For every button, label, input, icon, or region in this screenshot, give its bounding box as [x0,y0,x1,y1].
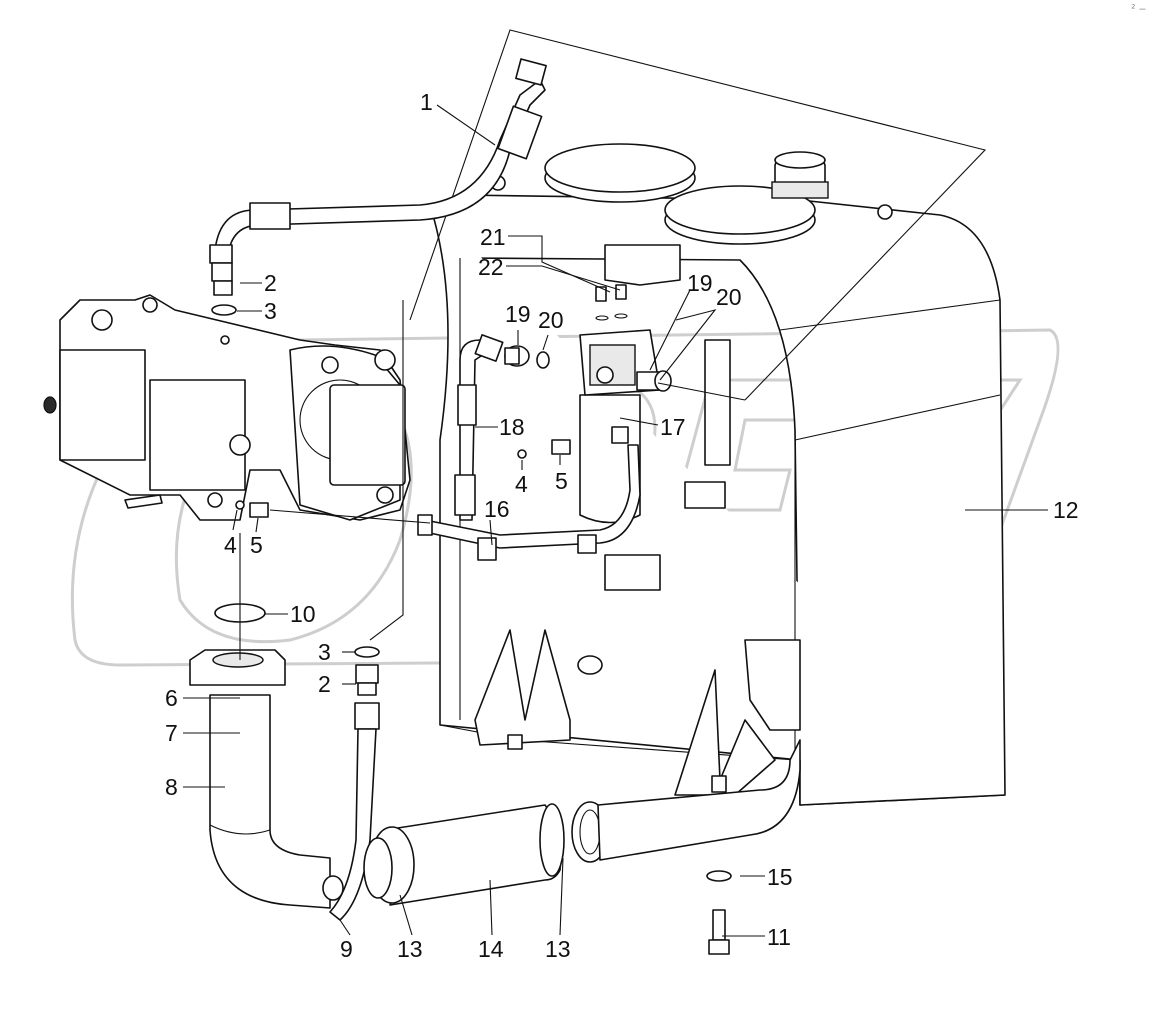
seal-3-upper [211,304,237,316]
seal-3-lower [354,646,380,658]
fitting-2-lower [355,664,379,696]
suction-pipe-8 [209,694,331,909]
clamp-13-left [363,837,393,899]
pump-assembly [43,294,411,521]
hose-16 [417,426,641,561]
fitting-2-upper [209,244,233,296]
callout-14: 14 [478,936,504,962]
callout-13: 13 [545,936,571,962]
flange-6 [189,649,286,686]
callout-6: 6 [165,685,178,711]
callout-8: 8 [165,774,178,800]
callout-1: 1 [420,89,433,115]
callout-3: 3 [264,298,277,324]
hose-1 [214,58,547,256]
callout-12: 12 [1053,497,1079,523]
callout-5: 5 [250,532,263,558]
callout-3: 3 [318,639,331,665]
callout-19: 19 [505,301,531,327]
callout-4: 4 [224,532,237,558]
bolt-11 [708,909,730,955]
callout-labels: 1 2 3 4 5 10 3 2 6 7 8 9 13 14 13 15 11 … [165,89,1079,962]
callout-22: 22 [478,254,504,280]
fitting-5-right [551,439,571,455]
corner-mark: ² ‒ [1131,2,1146,15]
seal-4-left [235,500,245,510]
bolts-21-22 [595,284,628,321]
callout-18: 18 [499,414,525,440]
callout-16: 16 [484,496,510,522]
callout-15: 15 [767,864,793,890]
tube-14 [369,803,565,906]
tank-12 [409,29,1006,806]
callout-20: 20 [716,284,742,310]
outlet-pipe [597,739,801,861]
callout-7: 7 [165,720,178,746]
fitting-5-left [249,502,269,518]
callout-2: 2 [264,270,277,296]
callout-11: 11 [767,924,791,950]
callout-9: 9 [340,936,353,962]
callout-4: 4 [515,471,528,497]
fitting-19-left [504,345,530,367]
callout-10: 10 [290,601,316,627]
callout-20: 20 [538,307,564,333]
washer-15 [706,870,732,882]
callout-13: 13 [397,936,423,962]
callout-5: 5 [555,468,568,494]
leader-lines [183,104,1048,937]
callout-2: 2 [318,671,331,697]
callout-17: 17 [660,414,686,440]
callout-21: 21 [480,224,506,250]
fitting-19-right [636,370,672,392]
hose-18 [454,334,504,521]
callout-19: 19 [687,270,713,296]
seal-20-left [536,351,550,369]
seal-4-right [517,449,527,459]
